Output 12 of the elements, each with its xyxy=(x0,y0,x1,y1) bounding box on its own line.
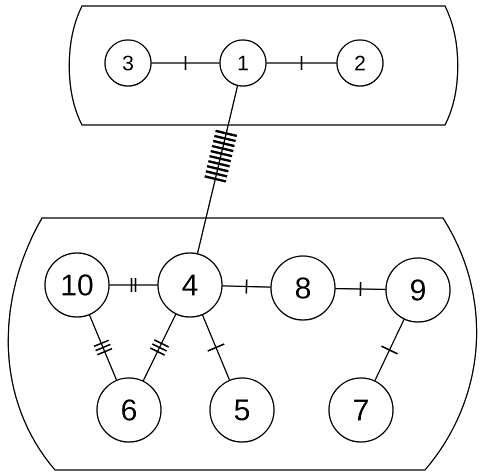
connector xyxy=(152,56,220,70)
connector xyxy=(110,277,158,293)
connector xyxy=(196,86,238,254)
group-outline xyxy=(8,217,478,471)
connector xyxy=(222,279,270,294)
connector xyxy=(266,56,336,70)
connector xyxy=(374,319,405,381)
connector xyxy=(336,282,386,296)
connector xyxy=(142,314,176,381)
group-outline xyxy=(68,5,458,126)
connector xyxy=(88,314,118,380)
connector xyxy=(202,314,230,380)
